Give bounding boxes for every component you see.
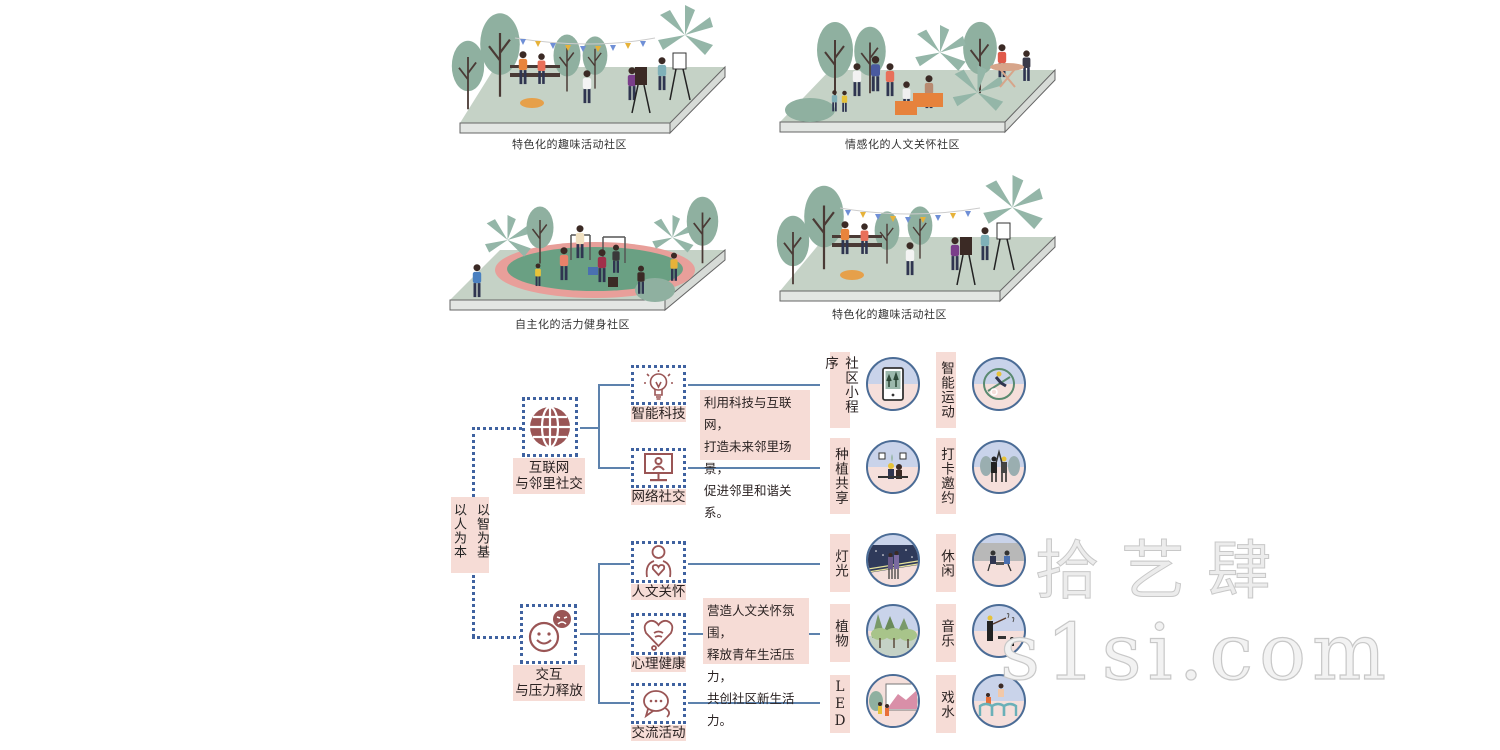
item-image-lighting: [866, 533, 920, 587]
item-image-water-play: [972, 674, 1026, 728]
item-label: 植物: [830, 604, 850, 662]
scene-caption: 自主化的活力健身社区: [515, 318, 630, 331]
heart-stethoscope-icon: [643, 619, 674, 651]
water-play-icon: [978, 683, 1018, 716]
item-label: LED: [830, 675, 850, 733]
item-image-music: [972, 604, 1026, 658]
item-label: 音乐: [936, 604, 956, 662]
scene-humanistic-care-community: 情感化的人文关怀社区: [770, 5, 1070, 155]
social-network-icon-box: [631, 448, 686, 488]
cycling-icon: [983, 368, 1015, 400]
sub-label-social-network: 网络社交: [631, 489, 686, 505]
music-icon: [987, 613, 1015, 646]
connector: [688, 563, 820, 565]
item-image-led: [866, 674, 920, 728]
watermark-url: s1si.com: [999, 607, 1393, 698]
lightbulb-icon: [644, 370, 673, 400]
sub-label-mental-health: 心理健康: [631, 656, 686, 672]
description-interaction: 营造人文关怀氛围， 释放青年生活压力， 共创社区新生活力。: [703, 598, 809, 728]
leisure-icon: [974, 543, 1024, 572]
root-connector-bottom: [472, 636, 522, 639]
planting-icon: [878, 452, 908, 479]
item-label: 灯光: [830, 534, 850, 592]
humanistic-care-icon-box: [631, 541, 686, 583]
led-screen-icon: [868, 676, 918, 726]
monitor-user-icon: [644, 453, 673, 482]
person-heart-icon: [645, 545, 672, 578]
lighting-icon: [868, 545, 918, 579]
item-label: 社区小程序: [822, 352, 858, 428]
connector: [688, 702, 820, 704]
connector: [598, 384, 630, 386]
mental-health-icon-box: [631, 613, 686, 655]
scene-caption: 情感化的人文关怀社区: [845, 138, 960, 151]
high-five-icon: [980, 449, 1020, 482]
connector: [598, 633, 630, 635]
connector: [688, 467, 820, 469]
connector: [598, 467, 630, 469]
item-image-smart-exercise: [972, 357, 1026, 411]
plants-icon: [868, 614, 918, 656]
scene-caption: 特色化的趣味活动社区: [512, 138, 627, 151]
smile-frown-icon: [528, 610, 571, 653]
root-label-col1: 以智为基: [474, 503, 489, 559]
scene-fitness-community: 自主化的活力健身社区: [440, 185, 740, 335]
sub-label-smart-tech: 智能科技: [631, 406, 686, 422]
root-label: 以智为基 以人为本: [451, 497, 489, 573]
connector: [598, 563, 630, 565]
item-image-leisure: [972, 533, 1026, 587]
connector: [688, 384, 820, 386]
connector: [598, 702, 630, 704]
root-connector-top: [472, 427, 522, 430]
item-label: 戏水: [936, 675, 956, 733]
interaction-icon-box: [520, 604, 577, 664]
branch-title-internet: 互联网 与邻里社交: [513, 458, 585, 494]
item-image-community-app: [866, 357, 920, 411]
internet-icon-box: [522, 397, 578, 457]
item-label: 打卡邀约: [936, 438, 956, 514]
sub-label-humanistic-care: 人文关怀: [631, 584, 686, 600]
scene-fun-activity-community: 特色化的趣味活动社区: [440, 5, 740, 155]
sub-label-exchange-activity: 交流活动: [631, 725, 686, 741]
item-image-plants: [866, 604, 920, 658]
connector: [598, 384, 600, 469]
scene-caption: 特色化的趣味活动社区: [832, 308, 947, 321]
scene-fun-activity-community-2: 特色化的趣味活动社区: [770, 175, 1070, 325]
watermark-chinese: 拾艺肆: [1035, 535, 1293, 610]
root-label-col2: 以人为本: [451, 503, 466, 559]
chat-bubbles-icon: [643, 690, 670, 719]
item-label: 休闲: [936, 534, 956, 592]
connector: [580, 427, 598, 429]
description-internet: 利用科技与互联网， 打造未来邻里场景， 促进邻里和谐关系。: [700, 390, 810, 520]
exchange-activity-icon-box: [631, 683, 686, 724]
connector: [580, 633, 598, 635]
phone-trees-icon: [882, 367, 904, 401]
globe-icon: [530, 405, 570, 449]
item-label: 智能运动: [936, 352, 956, 428]
smart-tech-icon-box: [631, 365, 686, 405]
branch-title-interaction: 交互 与压力释放: [513, 665, 585, 701]
root-connector-down: [472, 575, 475, 637]
root-connector-up: [472, 427, 475, 497]
item-image-checkin-invite: [972, 440, 1026, 494]
item-image-planting-share: [866, 440, 920, 494]
item-label: 种植共享: [830, 438, 850, 514]
